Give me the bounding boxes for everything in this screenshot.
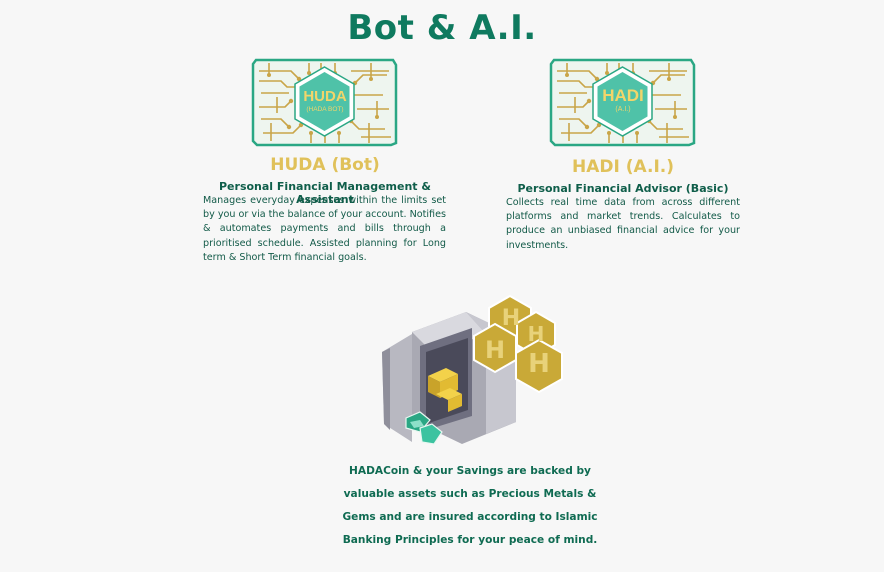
huda-name: HUDA (Bot) <box>270 155 380 175</box>
hex-letter-3: H <box>484 336 506 364</box>
huda-badge-name: HUDA <box>303 88 347 105</box>
hex-letter-2: H <box>527 322 545 346</box>
huda-badge-sub: (HADA BOT) <box>306 106 344 113</box>
hadi-badge-name: HADI <box>602 86 644 105</box>
huda-description: Manages everyday expenses within the lim… <box>203 195 446 263</box>
hadi-badge-sub: (A.I.) <box>615 106 631 113</box>
page-title: Bot & A.I. <box>347 8 537 48</box>
hadi-circuit-board-image <box>549 58 696 147</box>
hadi-description: Collects real time data from across diff… <box>506 197 740 251</box>
hadi-name: HADI (A.I.) <box>572 157 674 177</box>
footer-text: HADACoin & your Savings are backed by va… <box>342 465 598 546</box>
gold-hex-cluster <box>473 294 563 394</box>
hex-letter-4: H <box>528 349 550 379</box>
hadi-subtitle: Personal Financial Advisor (Basic) <box>517 182 729 195</box>
huda-subtitle: Personal Financial Management & Assistan… <box>219 180 431 206</box>
hex-letter-1: H <box>501 306 521 331</box>
safe-gold-gems-illustration <box>382 294 563 445</box>
huda-circuit-board-image <box>251 58 398 147</box>
